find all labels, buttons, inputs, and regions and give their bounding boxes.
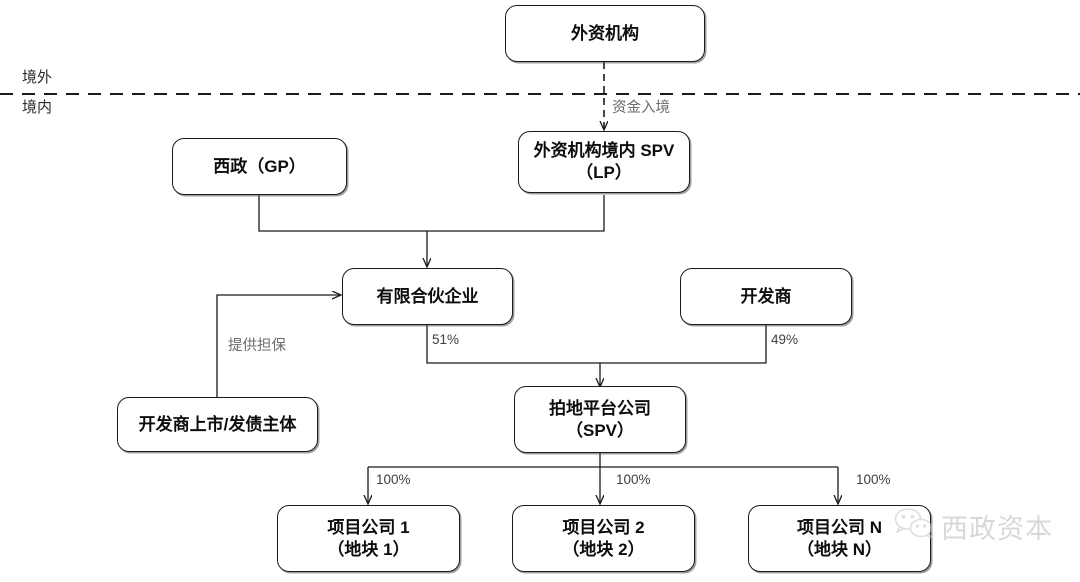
node-project-company-1[interactable]: 项目公司 1 （地块 1） bbox=[277, 505, 460, 572]
watermark-text: 西政资本 bbox=[941, 514, 1053, 545]
wechat-icon bbox=[893, 507, 935, 546]
edge-developer-49 bbox=[600, 325, 767, 364]
edge-gp-to-lp-bus bbox=[258, 195, 605, 232]
node-developer-listed-bond-entity-label: 开发商上市/发债主体 bbox=[138, 414, 297, 434]
node-land-bidding-platform[interactable]: 拍地平台公司 （SPV） bbox=[514, 386, 686, 453]
node-xizheng-gp-label: 西政（GP） bbox=[213, 156, 306, 176]
node-project-company-2[interactable]: 项目公司 2 （地块 2） bbox=[512, 505, 695, 572]
node-project-company-2-label: 项目公司 2 （地块 2） bbox=[562, 517, 645, 559]
node-foreign-institution[interactable]: 外资机构 bbox=[505, 5, 705, 62]
node-limited-partnership-label: 有限合伙企业 bbox=[376, 286, 479, 306]
node-project-company-n-label: 项目公司 N （地块 N） bbox=[797, 517, 882, 559]
node-project-company-1-label: 项目公司 1 （地块 1） bbox=[327, 517, 410, 559]
node-developer-listed-bond-entity[interactable]: 开发商上市/发债主体 bbox=[117, 397, 318, 452]
node-onshore-spv-lp-label: 外资机构境内 SPV （LP） bbox=[533, 141, 675, 182]
edge-lp-51 bbox=[426, 325, 600, 364]
edge-label-developer-share: 49% bbox=[771, 332, 799, 347]
node-developer-label: 开发商 bbox=[740, 286, 792, 306]
node-limited-partnership[interactable]: 有限合伙企业 bbox=[342, 268, 513, 325]
edge-guarantee bbox=[216, 295, 340, 397]
edge-label-capital-inbound: 资金入境 bbox=[612, 100, 670, 116]
node-project-company-n[interactable]: 项目公司 N （地块 N） bbox=[748, 505, 931, 572]
node-onshore-spv-lp[interactable]: 外资机构境内 SPV （LP） bbox=[518, 131, 690, 193]
edge-label-projectn-share: 100% bbox=[856, 472, 891, 487]
node-foreign-institution-label: 外资机构 bbox=[571, 23, 639, 43]
node-xizheng-gp[interactable]: 西政（GP） bbox=[172, 138, 347, 195]
edge-label-project1-share: 100% bbox=[376, 472, 411, 487]
edge-label-provide-guarantee: 提供担保 bbox=[228, 338, 286, 354]
boundary-label-offshore: 境外 bbox=[22, 69, 53, 86]
watermark: 西政资本 bbox=[893, 507, 1053, 546]
edge-label-project2-share: 100% bbox=[616, 472, 651, 487]
boundary-label-onshore: 境内 bbox=[22, 99, 53, 116]
node-developer[interactable]: 开发商 bbox=[680, 268, 852, 325]
node-land-bidding-platform-label: 拍地平台公司 （SPV） bbox=[549, 398, 651, 440]
edge-label-lp-share: 51% bbox=[432, 332, 460, 347]
